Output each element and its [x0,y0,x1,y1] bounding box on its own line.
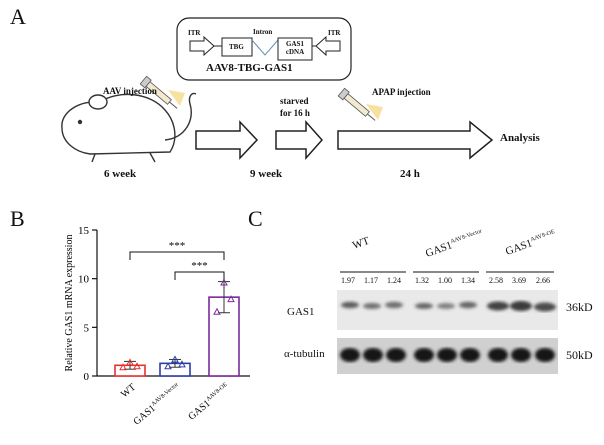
significance-bracket [129,251,225,260]
timepoint-label: 24 h [400,168,420,180]
tbg-label: TBG [229,43,244,51]
wb-quant-value: 2.58 [489,276,503,285]
schematic-graphics [61,17,494,163]
wb-mw-label: 50kD [566,348,593,362]
panel-letter-c: C [248,206,263,231]
intron-label: Intron [253,28,273,36]
data-point [119,363,127,371]
timepoint-label: 6 week [104,168,137,180]
tbg-box [221,37,253,57]
timeline-arrow-2 [275,120,324,160]
mouse-icon [61,92,197,163]
data-point [220,278,228,286]
intron-line [251,39,279,56]
data-point [133,362,141,370]
gas1-cdna-label: GAS1 cDNA [285,40,305,56]
data-point [213,307,221,315]
itr-right-arrow [315,35,341,57]
syringe-icon [139,75,178,109]
construct-name: AAV8-TBG-GAS1 [206,62,293,74]
wb-mw-label: 36kD [566,300,593,314]
panel-letter-b: B [10,206,25,231]
analysis-label: Analysis [500,132,540,144]
data-point [171,355,179,363]
wb-protein-label: α-tubulin [284,348,325,360]
wb-quant-value: 3.69 [512,276,526,285]
y-tick-label: 0 [84,371,90,383]
wb-quant-value: 1.24 [387,276,401,285]
panel-letter-a: A [10,4,26,29]
y-tick-label: 10 [78,274,90,286]
wb-quant-value: 1.97 [341,276,355,285]
wb-quant-value: 1.17 [364,276,378,285]
wb-quant-value: 1.32 [415,276,429,285]
syringe-icon [337,87,376,121]
significance-label: *** [191,260,208,272]
timeline-arrow-3 [337,120,494,160]
gas1-cdna-box [277,37,313,61]
y-tick-label: 15 [78,225,90,237]
wb-quant-value: 1.00 [438,276,452,285]
significance-bracket [174,271,225,280]
wb-quant-value: 1.34 [461,276,475,285]
itr-right-label: ITR [328,29,341,37]
itr-left-label: ITR [188,29,201,37]
aav-injection-label: AAV injection [103,86,157,96]
data-point [227,295,235,303]
wb-quant-value: 2.66 [536,276,550,285]
data-point [126,358,134,366]
timeline-arrow-1 [195,120,259,160]
itr-left-arrow [189,35,215,57]
construct-box [176,17,352,81]
y-axis-label: Relative GAS1 mRNA expression [64,235,75,372]
data-point [178,360,186,368]
apap-injection-label: APAP injection [372,87,431,97]
wb-protein-label: GAS1 [287,306,315,318]
timepoint-label: 9 week [250,168,283,180]
significance-label: *** [169,240,186,252]
y-tick-label: 5 [84,322,90,334]
data-point [164,362,172,370]
starved-label: starved for 16 h [280,96,310,118]
